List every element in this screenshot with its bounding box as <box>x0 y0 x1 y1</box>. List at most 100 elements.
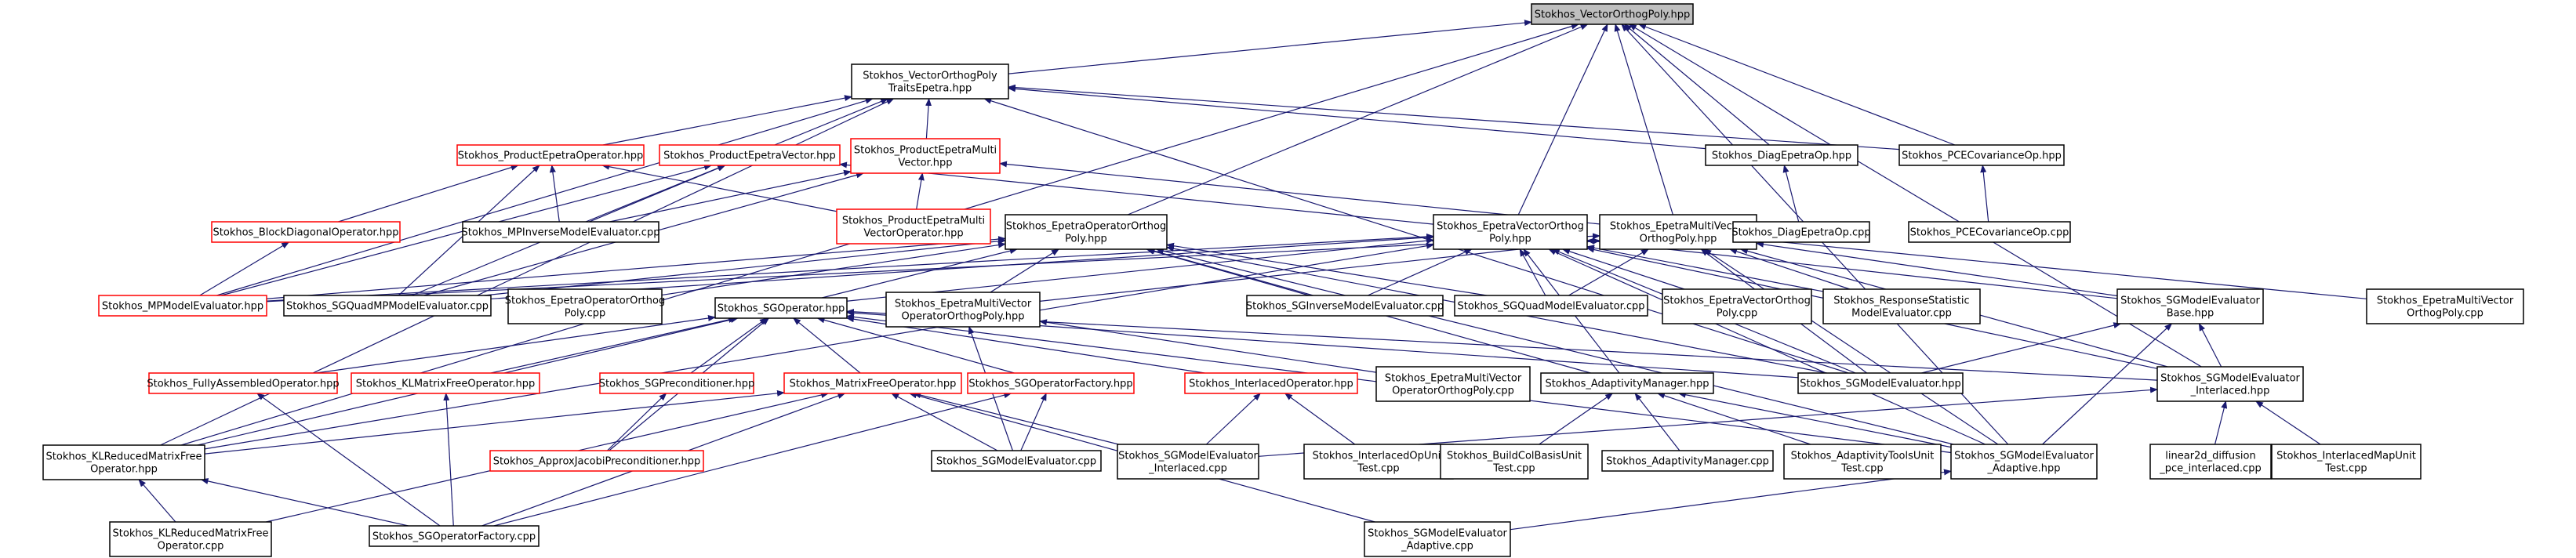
node-pce_cpp[interactable]: Stokhos_PCECovarianceOp.cpp <box>1908 221 2071 243</box>
node-box <box>351 372 540 394</box>
node-box <box>1908 221 2071 243</box>
node-label: Stokhos_ResponseStatistic <box>1833 295 1969 307</box>
node-resp_stat[interactable]: Stokhos_ResponseStatisticModelEvaluator.… <box>1822 288 1981 324</box>
node-full_asm[interactable]: Stokhos_FullyAssembledOperator.hpp <box>147 372 340 394</box>
node-label: OrthogPoly.cpp <box>2407 308 2483 320</box>
node-adapt_mgr[interactable]: Stokhos_AdaptivityManager.hpp <box>1540 372 1714 394</box>
edge-pep_vec-to-traits <box>774 98 889 146</box>
node-label: Stokhos_SGPreconditioner.hpp <box>599 379 754 390</box>
node-label: VectorOperator.hpp <box>863 228 963 240</box>
node-pce_cov[interactable]: Stokhos_PCECovarianceOp.hpp <box>1898 144 2065 166</box>
node-adapt_mgr_cpp[interactable]: Stokhos_AdaptivityManager.cpp <box>1601 450 1774 472</box>
node-label: Poly.hpp <box>1489 234 1531 245</box>
node-root[interactable]: Stokhos_VectorOrthogPoly.hpp <box>1531 3 1694 25</box>
node-label: Stokhos_AdaptivityManager.cpp <box>1606 456 1769 468</box>
node-mp_model[interactable]: Stokhos_MPModelEvaluator.hpp <box>98 295 267 317</box>
node-label: Stokhos_SGQuadMPModelEvaluator.cpp <box>286 301 489 313</box>
node-box <box>489 450 704 472</box>
node-ep_mv_op_orth[interactable]: Stokhos_EpetraMultiVectorOperatorOrthogP… <box>885 292 1041 328</box>
edge-sg_op_fact_cpp-to-kl_red <box>200 478 409 527</box>
node-sgme_inter_cpp[interactable]: Stokhos_SGModelEvaluator_Interlaced.cpp <box>1117 444 1259 480</box>
edge-sgme_inter-to-sgme_base <box>2198 323 2222 368</box>
node-sgquad[interactable]: Stokhos_SGQuadModelEvaluator.cpp <box>1454 295 1648 317</box>
node-sginv[interactable]: Stokhos_SGInverseModelEvaluator.cpp <box>1246 295 1444 317</box>
node-pep_op[interactable]: Stokhos_ProductEpetraOperator.hpp <box>456 144 645 166</box>
node-sgquadmp[interactable]: Stokhos_SGQuadMPModelEvaluator.cpp <box>283 295 492 317</box>
node-label: Stokhos_DiagEpetraOp.cpp <box>1731 227 1870 239</box>
node-sgme_inter[interactable]: Stokhos_SGModelEvaluator_Interlaced.hpp <box>2156 366 2304 402</box>
node-box <box>2366 288 2524 324</box>
edge-ep_vec_orth-to-root <box>1517 24 1608 216</box>
node-box <box>1433 214 1588 250</box>
node-approx_jac[interactable]: Stokhos_ApproxJacobiPreconditioner.hpp <box>489 450 704 472</box>
node-label: Stokhos_AdaptivityToolsUnit <box>1791 451 1935 462</box>
node-label: Stokhos_ProductEpetraOperator.hpp <box>458 150 643 162</box>
node-interlaced_op[interactable]: Stokhos_InterlacedOperator.hpp <box>1184 372 1358 394</box>
node-sg_op_fact[interactable]: Stokhos_SGOperatorFactory.hpp <box>967 372 1135 394</box>
node-mpinv[interactable]: Stokhos_MPInverseModelEvaluator.cpp <box>462 221 660 243</box>
node-label: Stokhos_SGInverseModelEvaluator.cpp <box>1246 301 1444 313</box>
node-sg_prec[interactable]: Stokhos_SGPreconditioner.hpp <box>599 372 754 394</box>
node-label: Stokhos_ProductEpetraMulti <box>842 216 985 227</box>
node-sgme_cpp[interactable]: Stokhos_SGModelEvaluator.cpp <box>931 450 1102 472</box>
edge-adapt_tools-to-adapt_mgr <box>1657 393 1811 445</box>
edge-build_col-to-adapt_mgr <box>1539 393 1614 445</box>
edge-pce_cov-to-traits <box>1008 84 1900 150</box>
nodes-layer: Stokhos_VectorOrthogPoly.hppStokhos_Vect… <box>42 3 2524 557</box>
node-linear2d[interactable]: linear2d_diffusion_pce_interlaced.cpp <box>2149 444 2272 480</box>
node-label: Stokhos_ProductEpetraMulti <box>854 145 997 157</box>
node-ep_mv_op_cpp[interactable]: Stokhos_EpetraMultiVectorOperatorOrthogP… <box>1375 366 1531 402</box>
edge-kl_mat-to-sg_op <box>490 317 737 374</box>
edge-sgme_inter_cpp-to-interlaced_op <box>1205 393 1261 445</box>
node-label: Test.cpp <box>1840 463 1883 475</box>
node-box <box>1005 214 1168 250</box>
node-sgme_adapt[interactable]: Stokhos_SGModelEvaluator_Adaptive.hpp <box>1950 444 2098 480</box>
node-label: Stokhos_EpetraVectorOrthog <box>1437 221 1584 233</box>
node-sg_op[interactable]: Stokhos_SGOperator.hpp <box>714 297 848 319</box>
node-sgme_adapt_cpp[interactable]: Stokhos_SGModelEvaluator_Adaptive.cpp <box>1364 521 1511 557</box>
node-box <box>2116 288 2264 324</box>
node-sg_op_fact_cpp[interactable]: Stokhos_SGOperatorFactory.cpp <box>369 525 540 547</box>
node-label: Stokhos_DiagEpetraOp.hpp <box>1712 150 1851 162</box>
node-pep_multi_op[interactable]: Stokhos_ProductEpetraMultiVectorOperator… <box>836 208 991 245</box>
node-label: Vector.hpp <box>898 158 952 169</box>
node-label: OperatorOrthogPoly.hpp <box>902 311 1025 323</box>
node-sgme_hpp[interactable]: Stokhos_SGModelEvaluator.hpp <box>1797 372 1964 394</box>
node-diag_cpp[interactable]: Stokhos_DiagEpetraOp.cpp <box>1731 221 1871 243</box>
node-box <box>1440 444 1589 480</box>
node-label: Stokhos_BuildColBasisUnit <box>1447 451 1582 462</box>
edge-ep_mv_orth-to-root <box>1614 24 1673 216</box>
node-block_diag[interactable]: Stokhos_BlockDiagonalOperator.hpp <box>211 221 401 243</box>
node-diag_op[interactable]: Stokhos_DiagEpetraOp.hpp <box>1705 144 1858 166</box>
edge-kl_red-to-ep_vec_orth <box>204 242 1434 450</box>
node-mf_op[interactable]: Stokhos_MatrixFreeOperator.hpp <box>783 372 962 394</box>
node-kl_mat[interactable]: Stokhos_KLMatrixFreeOperator.hpp <box>351 372 540 394</box>
node-box <box>1732 221 1870 243</box>
node-box <box>1303 444 1454 480</box>
node-label: OperatorOrthogPoly.cpp <box>1392 386 1514 397</box>
edge-sg_op-to-ep_op_orth <box>821 248 1018 299</box>
edge-sgme_adapt-to-adapt_mgr <box>1677 391 1952 448</box>
edge-mf_op-to-sg_op <box>793 317 861 374</box>
node-box <box>1783 444 1942 480</box>
node-pep_vec[interactable]: Stokhos_ProductEpetraVector.hpp <box>659 144 841 166</box>
edge-sgquad-to-ep_vec_orth <box>1519 248 1546 296</box>
edge-sg_prec-to-sg_op <box>690 317 768 374</box>
